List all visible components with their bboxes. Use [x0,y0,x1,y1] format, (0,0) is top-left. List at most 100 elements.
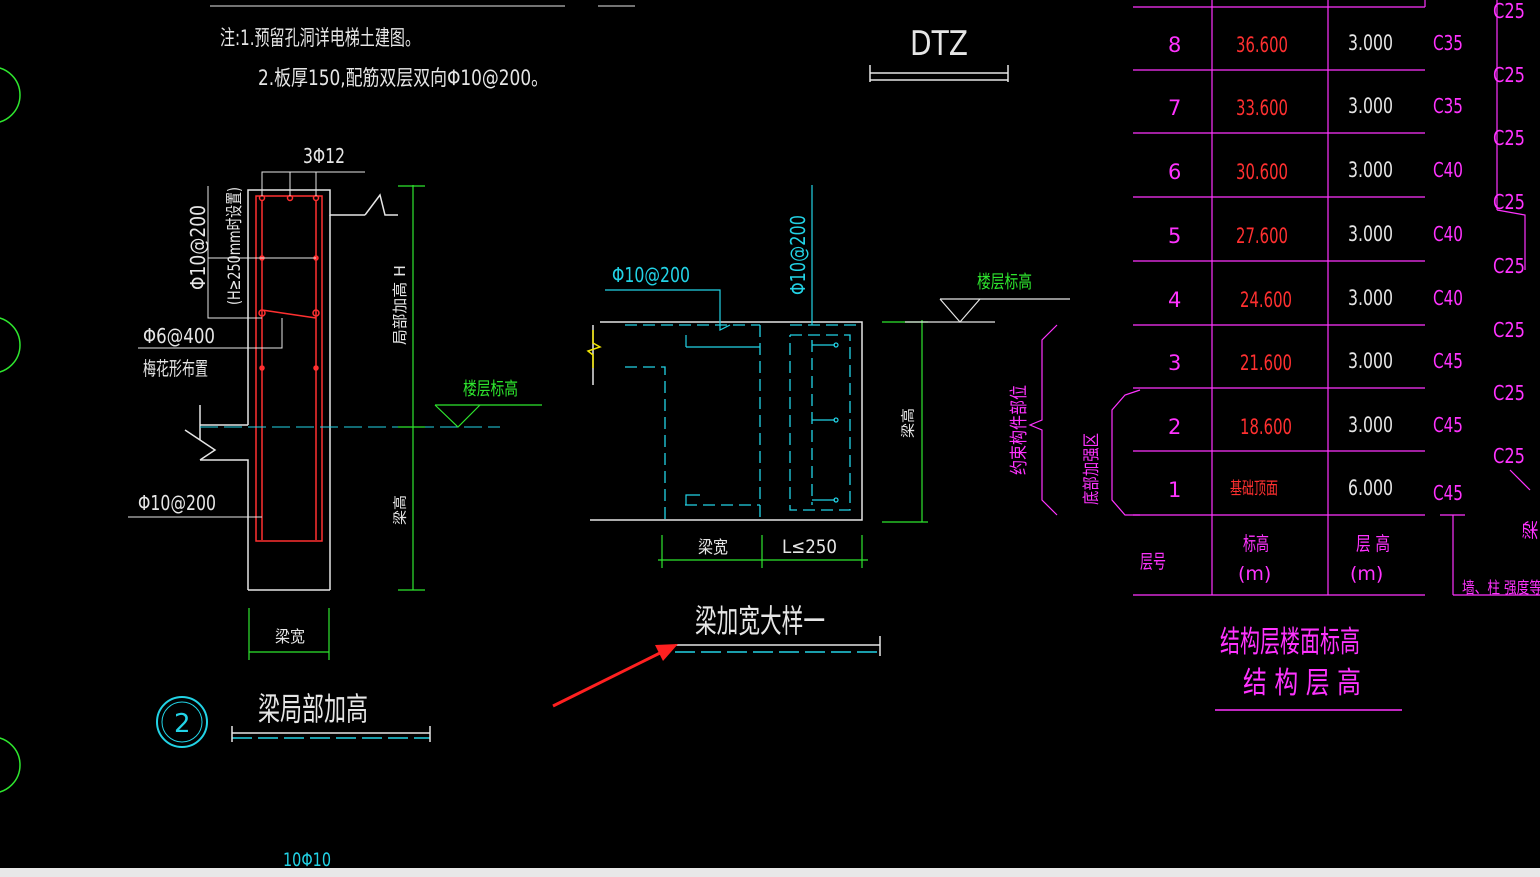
height-cell: 3.000 [1348,158,1393,182]
header-elev: 标高 (m) [1238,533,1275,585]
stirrup-v-label: Φ10@200 [786,215,810,295]
table-row: 3 21.600 3.000 C45 C25 [1168,349,1525,405]
dtz-underline [869,65,1009,82]
floor-cell: 6 [1168,160,1181,184]
header-elev-line1: 标高 [1243,533,1269,555]
height-cell: 3.000 [1348,31,1393,55]
extra-cell: C25 [1493,254,1525,278]
floor-cell: 2 [1168,415,1181,439]
middle-dashed [625,324,862,520]
grade-cell: C40 [1433,222,1463,246]
table-row: 8 36.600 3.000 C35 C25 [1168,31,1525,87]
middle-stirrups [605,185,839,505]
grade-cell: C45 [1433,349,1463,373]
note-line-1: 注:1.预留孔洞详电梯土建图。 [220,26,420,50]
status-bar [0,868,1540,877]
table-title-line1: 结构层楼面标高 [1220,625,1360,660]
middle-dimension-lines [658,320,928,568]
elev-cell: 21.600 [1240,351,1292,375]
axis-circle [0,317,21,373]
extra-width-label: L≤250 [782,536,837,558]
grade-cell: C40 [1433,158,1463,182]
header-elev-line2: (m) [1238,563,1271,585]
note-vertical-label: (H≥250mm时设置) [225,187,245,305]
title-underline-middle [675,636,881,656]
extra-cell: C25 [1493,63,1525,87]
strengthen-zone-label: 底部加强区 [1082,433,1102,505]
table-row: 4 24.600 3.000 C40 C25 [1168,286,1525,342]
table-row: 7 33.600 3.000 C35 C25 [1168,94,1525,150]
extra-cell: C25 [1493,126,1525,150]
tie-bar-label: Φ6@400 [143,324,215,348]
axis-circles-left [0,67,21,793]
beam-outline [184,189,398,591]
beam-width-label: 梁宽 [275,627,305,646]
table-title-line2: 结 构 层 高 [1243,666,1361,701]
grade-cell: C45 [1433,413,1463,437]
grade-cell: C45 [1433,481,1463,505]
extra-cell: C25 [1493,190,1525,214]
height-cell: 3.000 [1348,349,1393,373]
detail-number-circle-inner [161,701,203,743]
table-grid [1133,0,1540,596]
elev-cell: 30.600 [1236,160,1288,184]
header-height-line1: 层 高 [1356,533,1390,555]
height-cell: 6.000 [1348,476,1393,500]
elev-cell: 24.600 [1240,288,1292,312]
elev-cell: 基础顶面 [1230,479,1278,499]
height-cell: 3.000 [1348,222,1393,246]
leaders-left [128,171,365,518]
detail-number: 2 [174,709,191,739]
height-cell: 3.000 [1348,94,1393,118]
table-row: 2 18.600 3.000 C45 C25 [1168,413,1525,468]
table-row: 6 30.600 3.000 C40 C25 [1168,158,1525,214]
grade-cell: C40 [1433,286,1463,310]
header-floor: 层号 [1140,551,1166,573]
extra-cell: C25 [1493,381,1525,405]
tie-bar-note: 梅花形布置 [143,358,208,380]
detail-beam-heightening[interactable]: 3Φ12 Φ10@200 (H≥250mm时设置) Φ6@400 梅花形布置 Φ… [128,144,542,871]
axis-circle [0,67,21,123]
rebar-cage [255,194,323,542]
axis-circle [0,737,21,793]
height-cell: 3.000 [1348,413,1393,437]
dimension-lines-left [248,185,542,660]
beam-width-middle: 梁宽 [698,538,728,558]
table-row: 5 27.600 3.000 C40 C25 [1168,222,1525,278]
break-symbol [586,330,602,368]
bottom-stirrup-label: Φ10@200 [138,491,216,515]
top-extra-cell: C25 [1493,0,1525,23]
constraint-zone-label: 约束构件部位 [1009,385,1030,475]
grade-cell: C35 [1433,31,1463,55]
floor-cell: 7 [1168,96,1181,120]
beam-height-label: 梁高 [392,495,409,525]
stirrup-h-label: Φ10@200 [612,263,690,287]
floor-table[interactable]: 8 36.600 3.000 C35 C25 7 33.600 3.000 C3… [1133,0,1540,711]
detail-title-middle: 梁加宽大样一 [695,602,825,640]
detail-title-left: 梁局部加高 [258,690,368,728]
floor-cell: 5 [1168,224,1181,248]
header-height: 层 高 (m) [1350,533,1396,585]
floor-cell: 8 [1168,33,1181,57]
height-cell: 3.000 [1348,286,1393,310]
elev-cell: 33.600 [1236,96,1288,120]
elev-cell: 18.600 [1240,415,1292,439]
side-label-2: 梁 [1521,520,1540,540]
detail-number-circle [156,696,208,748]
title-underline-left [231,726,431,742]
grade-cell: C35 [1433,94,1463,118]
middle-outline [590,321,863,521]
header-height-line2: (m) [1350,563,1383,585]
zone-brackets [1028,324,1141,516]
detail-beam-widening[interactable]: Φ10@200 Φ10@200 楼层标高 梁高 梁宽 L≤250 梁加宽大样一 … [586,185,1141,656]
extra-cell: C25 [1493,318,1525,342]
top-rebar-label: 3Φ12 [303,144,345,168]
table-row: 1 基础顶面 6.000 C45 [1168,476,1463,505]
annotation-arrow [552,644,678,708]
note-line-2: 2.板厚150,配筋双层双向Φ10@200。 [258,66,548,90]
elev-cell: 27.600 [1236,224,1288,248]
height-label: 局部加高 H [391,265,409,345]
floor-elev-middle: 楼层标高 [977,272,1032,293]
extra-cell: C25 [1493,444,1525,468]
